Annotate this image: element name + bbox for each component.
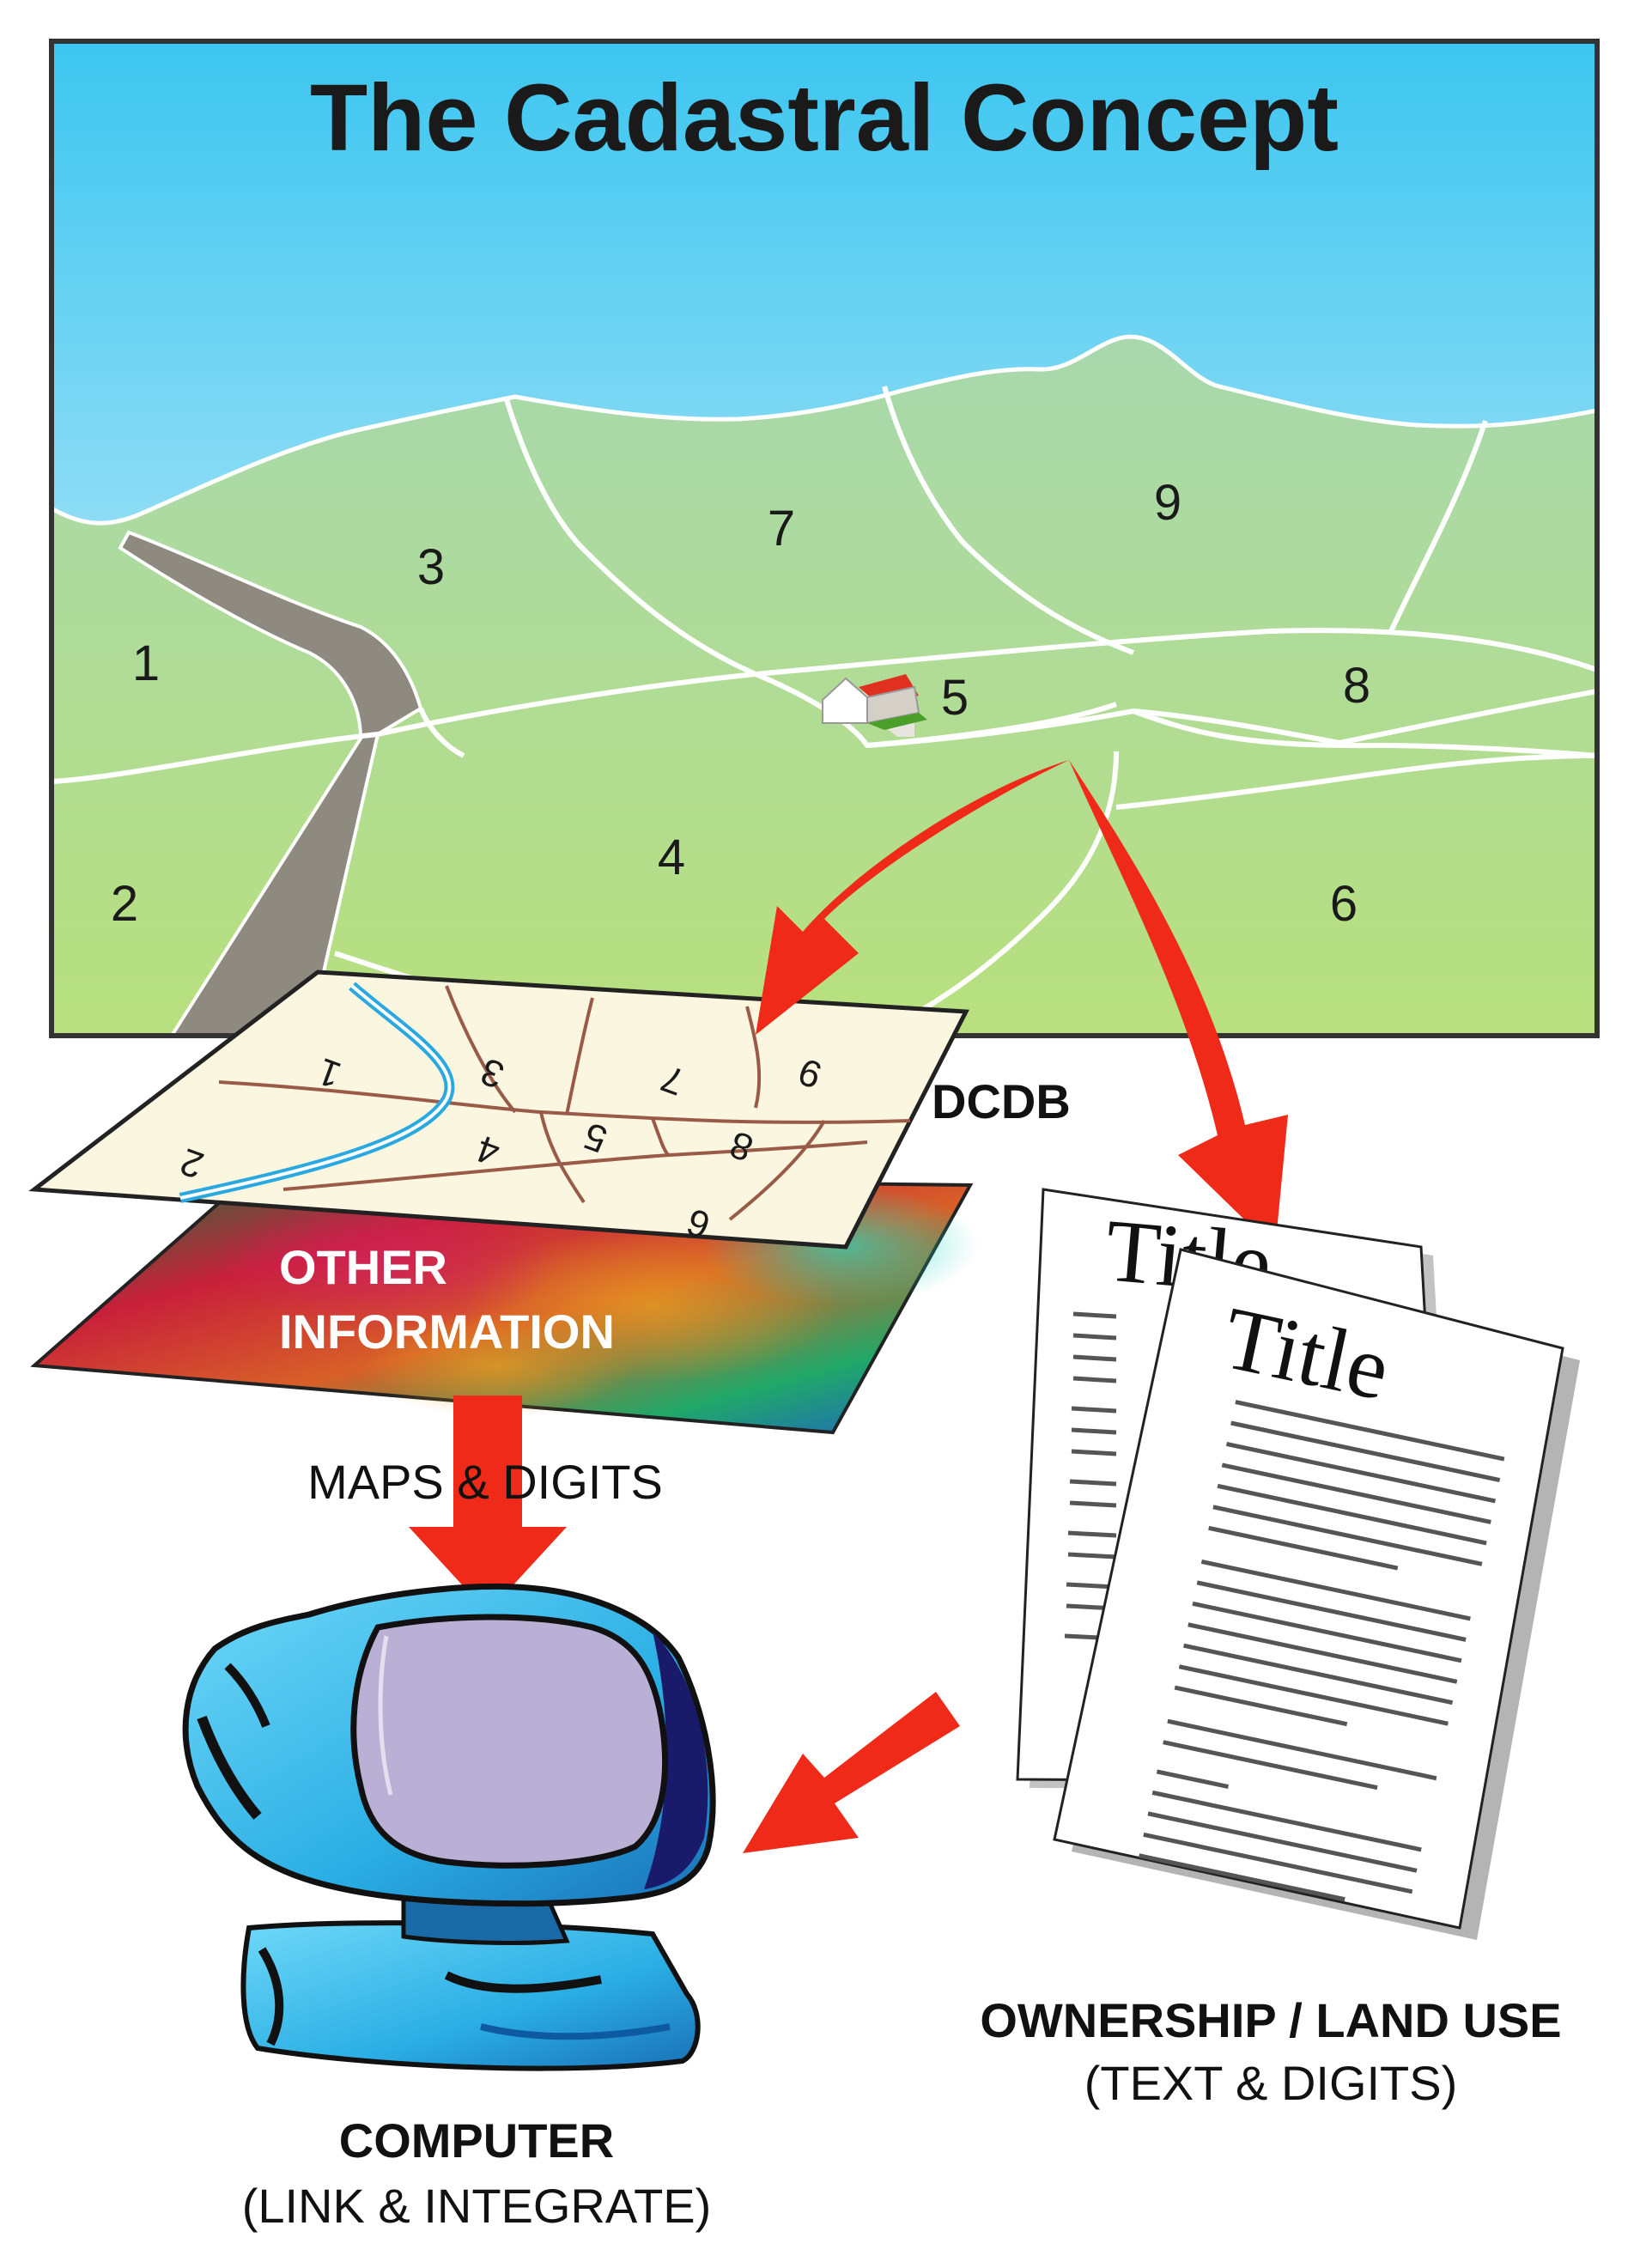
arrows [409,760,1288,1853]
road [118,530,423,1036]
other-information-label-line1: OTHER [279,1240,447,1294]
parcel-label-4: 4 [658,830,685,885]
parcel-label-5: 5 [941,670,969,726]
computer-sublabel: (LINK & INTEGRATE) [242,2179,712,2233]
parcel-label-6: 6 [1330,876,1358,932]
computer-base [240,1920,701,2071]
computer-screen [350,1614,669,1869]
parcel-label-8: 8 [1343,658,1370,714]
diagram-title: The Cadastral Concept [310,65,1339,171]
ownership-sublabel: (TEXT & DIGITS) [1084,2056,1458,2110]
parcel-label-2: 2 [111,876,138,932]
title-document-front: Title [1053,1248,1580,1940]
dcdb-map-layer: 1 2 3 4 5 6 7 8 9 [28,970,969,1250]
parcel-label-3: 3 [417,539,445,595]
arrow-to-title [1069,760,1288,1250]
house-icon [822,674,927,737]
ownership-label: OWNERSHIP / LAND USE [980,1993,1561,2047]
parcel-label-7: 7 [768,501,795,556]
arrow-to-dcdb [756,760,1069,1035]
arrow-title-to-computer [743,1692,960,1853]
maps-digits-label: MAPS & DIGITS [307,1455,663,1509]
landscape-scene: The Cadastral Concept 1 2 3 4 5 6 7 8 9 [49,39,1600,1038]
computer-icon [182,1583,716,2071]
arrow-maps-to-computer [409,1395,567,1613]
title-documents: Title Title [1016,1188,1580,1940]
dcdb-label: DCDB [932,1074,1071,1128]
computer-label: COMPUTER [339,2113,614,2168]
parcel-label-9: 9 [1154,475,1181,531]
other-information-label-line2: INFORMATION [279,1304,615,1359]
parcel-label-1: 1 [132,635,160,691]
land [52,334,1597,1036]
